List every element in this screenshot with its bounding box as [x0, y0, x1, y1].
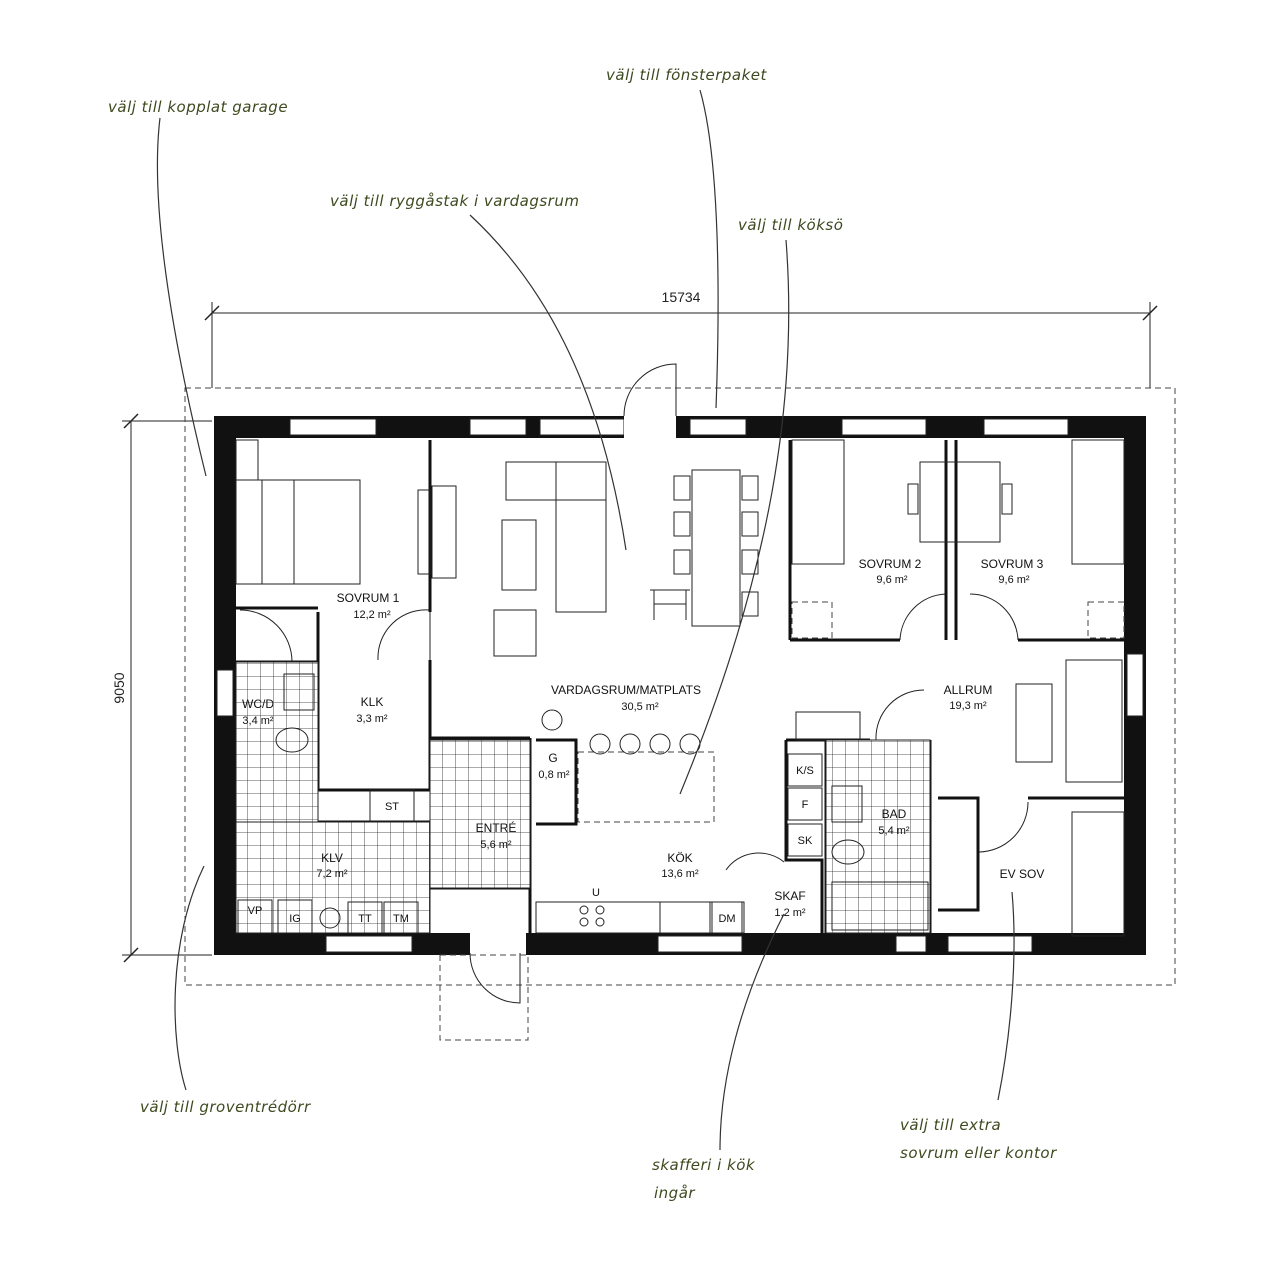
room-bad-area: 5,4 m²: [878, 825, 910, 837]
note-garage: välj till kopplat garage: [108, 98, 288, 116]
room-labels: SOVRUM 1 12,2 m² WC/D 3,4 m² KLK 3,3 m² …: [242, 557, 1044, 919]
tiled-floors: [235, 661, 931, 934]
room-g-name: G: [548, 751, 557, 765]
room-evsov-name: EV SOV: [1000, 867, 1045, 881]
room-klk-area: 3,3 m²: [356, 713, 388, 725]
note-groventre: välj till groventrédörr: [140, 1098, 311, 1116]
height-dimension: 9050: [111, 672, 127, 703]
fixture-u: U: [592, 887, 600, 899]
room-entre-name: ENTRÉ: [476, 820, 517, 835]
room-vardagsrum-name: VARDAGSRUM/MATPLATS: [551, 683, 701, 697]
room-sovrum1-name: SOVRUM 1: [337, 591, 400, 605]
room-vardagsrum-area: 30,5 m²: [621, 701, 659, 713]
fixture-f: F: [802, 799, 809, 811]
note-fonster: välj till fönsterpaket: [606, 66, 768, 84]
room-sovrum2-area: 9,6 m²: [876, 574, 908, 586]
note-extra-line2: sovrum eller kontor: [900, 1144, 1057, 1162]
fixture-dm: DM: [718, 913, 735, 925]
fixture-sk: SK: [798, 835, 813, 847]
room-skaf-name: SKAF: [774, 889, 805, 903]
fixture-tt: TT: [358, 913, 372, 925]
doors: [239, 363, 1029, 1041]
room-wcd-area: 3,4 m²: [242, 715, 274, 727]
room-entre-area: 5,6 m²: [480, 839, 512, 851]
room-klv-name: KLV: [321, 851, 343, 865]
exterior-walls: [214, 414, 1146, 957]
room-klk-name: KLK: [361, 695, 384, 709]
fixture-labels: ST VP IG TT TM U DM K/S F SK: [237, 753, 823, 934]
fixture-ig: IG: [289, 913, 301, 925]
room-sovrum3-area: 9,6 m²: [998, 574, 1030, 586]
fixture-vp: VP: [248, 905, 263, 917]
note-skafferi-line2: ingår: [654, 1184, 695, 1202]
room-sovrum1-area: 12,2 m²: [353, 609, 391, 621]
note-ryggas: välj till ryggåstak i vardagsrum: [330, 192, 579, 210]
fixture-st: ST: [385, 801, 399, 813]
room-allrum-area: 19,3 m²: [949, 700, 987, 712]
fixture-ks: K/S: [796, 765, 814, 777]
fixture-tm: TM: [393, 913, 409, 925]
room-wcd-name: WC/D: [242, 697, 274, 711]
note-koks: välj till köksö: [738, 216, 843, 234]
dimension-lines: 15734 9050: [111, 289, 1158, 963]
room-allrum-name: ALLRUM: [944, 683, 993, 697]
width-dimension: 15734: [662, 289, 701, 305]
room-g-area: 0,8 m²: [538, 769, 570, 781]
room-bad-name: BAD: [882, 807, 907, 821]
room-kok-area: 13,6 m²: [661, 868, 699, 880]
room-sovrum3-name: SOVRUM 3: [981, 557, 1044, 571]
roof-outline: [184, 387, 1176, 986]
room-sovrum2-name: SOVRUM 2: [859, 557, 922, 571]
note-extra-line1: välj till extra: [900, 1116, 1001, 1134]
room-skaf-area: 1,2 m²: [774, 907, 806, 919]
annotations: välj till kopplat garage välj till fönst…: [108, 66, 1057, 1202]
room-klv-area: 7,2 m²: [316, 868, 348, 880]
note-skafferi-line1: skafferi i kök: [652, 1156, 756, 1174]
room-kok-name: KÖK: [667, 851, 692, 865]
